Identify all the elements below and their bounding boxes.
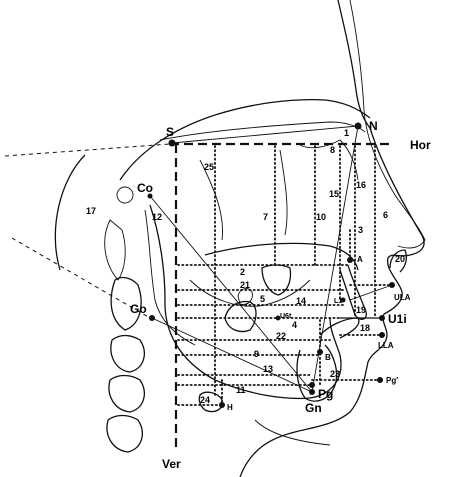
condyle-circle [116, 186, 134, 204]
number-3: 3 [358, 225, 363, 235]
number-20: 20 [395, 254, 405, 264]
label-b: B [325, 353, 331, 362]
number-10: 10 [316, 212, 326, 222]
label-gn: Gn [305, 401, 322, 415]
vertebra-c3 [110, 334, 145, 373]
throat-line [254, 419, 331, 446]
point-h [219, 402, 225, 408]
reference-lines [4, 125, 393, 450]
point-b [317, 349, 323, 355]
point-l1 [340, 297, 346, 303]
point-lla [379, 332, 385, 338]
soft-tissue-profile [239, 127, 425, 477]
label-u6t: U6t [280, 313, 292, 320]
landmark-labels: S N Hor Co Go A B Pg Gn H ULA LLA U1i Pg… [130, 119, 431, 471]
point-n [354, 122, 362, 130]
number-7: 7 [263, 212, 268, 222]
cranial-base [119, 99, 371, 181]
n-pg-line [311, 125, 359, 393]
pterygomaxillary [279, 149, 288, 236]
point-u1i [379, 315, 385, 321]
label-hor: Hor [410, 138, 431, 152]
number-5: 5 [260, 294, 265, 304]
co-gn-line [149, 195, 313, 393]
sn-line [171, 125, 359, 144]
nasolabial-angle-arc [389, 249, 407, 273]
point-gn [309, 389, 315, 395]
number-13: 13 [263, 364, 273, 374]
number-19: 19 [356, 305, 366, 315]
label-lla: LLA [378, 341, 394, 350]
point-s [168, 139, 176, 147]
label-a: A [357, 255, 363, 264]
point-ula [389, 282, 395, 288]
number-4: 4 [292, 320, 297, 330]
number-9: 9 [254, 349, 259, 359]
label-pg: Pg [318, 387, 333, 401]
ramus-inner [144, 209, 196, 346]
nasopharynx [199, 159, 223, 241]
mastoid [104, 219, 126, 281]
label-ver: Ver [162, 457, 181, 471]
point-a [347, 257, 353, 263]
number-6: 6 [383, 210, 388, 220]
point-co [147, 193, 153, 199]
landmark-points [147, 122, 395, 408]
measurement-numbers: 1 2 3 4 5 6 7 8 9 10 11 12 13 14 15 16 1… [86, 128, 405, 405]
measurement-lines [177, 145, 393, 406]
upper-lip-line [349, 284, 393, 301]
number-24: 24 [200, 395, 210, 405]
point-u6t [275, 315, 281, 321]
number-1: 1 [344, 128, 349, 138]
label-go: Go [130, 302, 147, 316]
tongue-outline [189, 279, 311, 307]
number-11: 11 [236, 385, 246, 395]
point-pg-soft [377, 377, 383, 383]
hyoid [198, 391, 223, 413]
label-s: S [166, 125, 174, 139]
nasal-bone [349, 0, 426, 249]
mandibular-plane-extension [11, 237, 151, 319]
mandible-outline [149, 204, 342, 400]
number-8: 8 [330, 145, 335, 155]
anatomy-outlines [54, 0, 426, 477]
number-21: 21 [240, 280, 250, 290]
label-l1: L1 [334, 298, 342, 305]
soft-tissue-forehead [337, 0, 371, 129]
label-h: H [227, 403, 233, 412]
label-pg-soft: Pg′ [386, 376, 398, 385]
number-25: 25 [204, 162, 214, 172]
skull-arc [54, 154, 86, 271]
number-2: 2 [240, 267, 245, 277]
number-15: 15 [329, 189, 339, 199]
vertebra-c2 [110, 276, 142, 331]
vertebra-c4 [108, 374, 145, 413]
label-co: Co [137, 181, 153, 195]
label-n: N [369, 119, 378, 133]
number-23: 23 [330, 369, 340, 379]
anterior-cranial-base [159, 121, 366, 141]
number-18: 18 [360, 323, 370, 333]
upper-incisor [339, 264, 367, 320]
point-pg [309, 382, 315, 388]
number-14: 14 [296, 296, 306, 306]
label-ula: ULA [394, 293, 411, 302]
label-u1i: U1i [388, 312, 407, 326]
point-go [149, 315, 155, 321]
sella-horizontal-extension [4, 143, 171, 157]
number-12: 12 [152, 212, 162, 222]
number-22: 22 [276, 331, 286, 341]
vertebra-c5 [106, 414, 143, 453]
number-17: 17 [86, 206, 96, 216]
number-16: 16 [356, 180, 366, 190]
